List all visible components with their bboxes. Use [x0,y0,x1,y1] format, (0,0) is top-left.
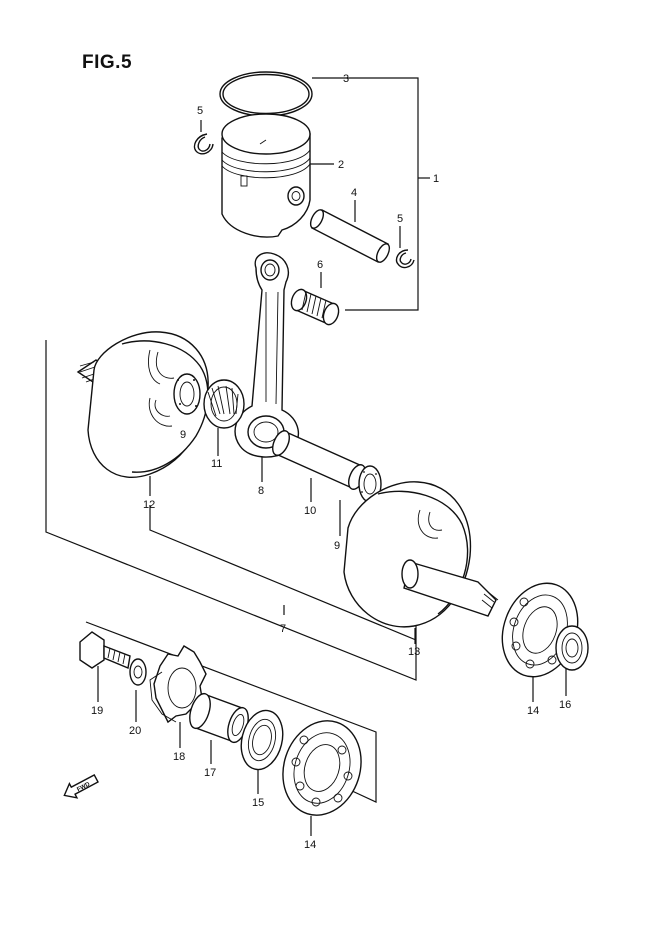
crank-flywheel-right-icon [343,481,499,628]
callout-18: 18 [173,751,185,763]
needle-bearing-small-icon [290,288,340,326]
callout-5b: 5 [397,213,403,225]
needle-bearing-big-icon [203,379,245,429]
oil-seal-icon [555,625,589,671]
callout-19: 19 [91,705,103,717]
callout-3: 3 [343,73,349,85]
bolt-icon [79,631,131,669]
piston-ring-icon [219,71,313,117]
piston-pin-icon [309,209,391,263]
piston-icon [221,113,311,238]
callout-7: 7 [280,623,286,635]
figure-title: FIG.5 [82,52,133,73]
callout-16: 16 [559,699,571,711]
callout-14a: 14 [527,705,539,717]
ball-bearing-icon [282,720,362,816]
circlip-icon [193,133,214,155]
callout-9b: 9 [334,540,340,552]
callout-5a: 5 [197,105,203,117]
forward-arrow-icon: FWD [63,774,99,799]
callout-2: 2 [338,159,344,171]
bracket-lower [85,621,377,803]
washer-icon [129,658,147,686]
callout-11: 11 [211,458,222,470]
callout-9a: 9 [180,429,186,441]
callout-14b: 14 [304,839,316,851]
oil-seal-icon [240,709,284,771]
circlip-icon [395,249,415,269]
callout-6: 6 [317,259,323,271]
callout-13: 13 [408,646,420,658]
connecting-rod-icon [234,252,300,458]
crank-flywheel-left-icon [76,331,209,479]
callout-8: 8 [258,485,264,497]
callout-15: 15 [252,797,264,809]
callout-10: 10 [304,505,316,517]
crank-pin-icon [272,430,366,490]
callout-1: 1 [433,173,439,185]
bracket-part-7-right [149,505,417,641]
callout-12: 12 [143,499,155,511]
callout-17: 17 [204,767,216,779]
bracket-part-1 [312,77,419,311]
callout-4: 4 [351,187,357,199]
callout-20: 20 [129,725,141,737]
